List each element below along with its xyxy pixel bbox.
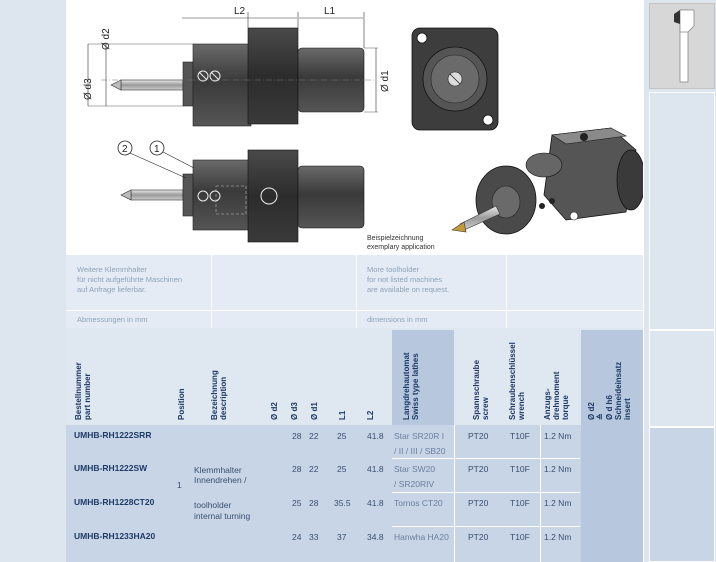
drawing-svg: L2 L1 Ø d2 Ø d3 Ø d1 xyxy=(83,6,646,251)
cell-l1: 35.5 xyxy=(334,498,351,508)
part-number: UMHB-RH1233HA20 xyxy=(74,531,156,541)
cell-d1: 22 xyxy=(309,431,319,441)
cell-d3: 24 xyxy=(292,532,302,542)
cell-screw: PT20 xyxy=(468,431,489,441)
cell-l2: 41.8 xyxy=(367,498,384,508)
cell-l1: 25 xyxy=(337,431,347,441)
cell-screw: PT20 xyxy=(468,532,489,542)
note-de-line2: für nicht aufgeführte Maschinen xyxy=(77,275,183,284)
note-de-dimensions: Abmessungen in mm xyxy=(77,315,148,324)
end-view xyxy=(411,27,499,131)
position-value: 1 xyxy=(177,480,182,490)
part-number: UMHB-RH1222SRR xyxy=(74,430,152,440)
side-view-top: L2 L1 Ø d2 Ø d3 Ø d1 xyxy=(83,6,391,127)
cell-wrench: T10F xyxy=(510,464,530,474)
note-de-line3: auf Anfrage lieferbar. xyxy=(77,285,147,294)
technical-drawing: L2 L1 Ø d2 Ø d3 Ø d1 xyxy=(66,0,646,255)
cell-l2: 41.8 xyxy=(367,464,384,474)
insert-header-bg xyxy=(581,330,643,425)
cell-screw: PT20 xyxy=(468,464,489,474)
cell-screw: PT20 xyxy=(468,498,489,508)
left-margin xyxy=(0,0,66,562)
dim-d2-label: Ø d2 xyxy=(101,28,112,50)
note-en: More toolholder for not listed machines … xyxy=(367,265,449,295)
cell-l2: 34.8 xyxy=(367,532,384,542)
right-panel-body xyxy=(649,427,715,562)
note-de-line1: Weitere Klemmhalter xyxy=(77,265,147,274)
cell-d3: 28 xyxy=(292,464,302,474)
header-d2: Ø d2 xyxy=(270,402,279,420)
right-panel-upper xyxy=(649,92,715,330)
lathe-header-bg xyxy=(392,330,454,425)
header-position: Position xyxy=(177,388,186,420)
thumbnail-icon xyxy=(674,9,695,83)
header-d3: Ø d3 xyxy=(290,402,299,420)
caption-en: exemplary application xyxy=(367,244,435,251)
note-en-dimensions: dimensions in mm xyxy=(367,315,428,324)
cell-wrench: T10F xyxy=(510,431,530,441)
note-en-line3: are available on request. xyxy=(367,285,450,294)
cell-l1: 25 xyxy=(337,464,347,474)
exemplary-3d-view: Beispielzeichnung exemplary application xyxy=(367,127,646,251)
header-l2: L2 xyxy=(366,410,375,420)
header-d1: Ø d1 xyxy=(310,402,319,420)
callout-1: 1 xyxy=(154,144,160,155)
caption-de: Beispielzeichnung xyxy=(367,235,424,242)
cell-torque: 1.2 Nm xyxy=(544,532,572,542)
dim-d1-label: Ø d1 xyxy=(380,70,391,92)
side-view-bottom: 2 1 xyxy=(117,140,365,243)
cell-d1: 33 xyxy=(309,532,319,542)
insert-column-bg xyxy=(581,425,643,562)
note-en-line1: More toolholder xyxy=(367,265,420,274)
callout-2: 2 xyxy=(122,144,128,155)
note-en-line2: for not listed machines xyxy=(367,275,443,284)
product-thumbnail xyxy=(649,3,715,89)
cell-lathe-cont: / SR20RIV xyxy=(394,479,435,489)
cell-wrench: T10F xyxy=(510,532,530,542)
cell-torque: 1.2 Nm xyxy=(544,464,572,474)
header-l1: L1 xyxy=(338,410,347,420)
cell-d3: 28 xyxy=(292,431,302,441)
cell-d1: 28 xyxy=(309,498,319,508)
cell-torque: 1.2 Nm xyxy=(544,498,572,508)
cell-wrench: T10F xyxy=(510,498,530,508)
part-number: UMHB-RH1228CT20 xyxy=(74,497,155,507)
dim-d3-label: Ø d3 xyxy=(83,78,94,100)
cell-d3: 25 xyxy=(292,498,302,508)
cell-lathe: Tornos CT20 xyxy=(394,498,443,508)
cell-torque: 1.2 Nm xyxy=(544,431,572,441)
dim-l2-label: L2 xyxy=(234,6,246,17)
notes-strip: Weitere Klemmhalter für nicht aufgeführt… xyxy=(66,255,643,328)
right-panel-header xyxy=(649,330,715,427)
cell-l1: 37 xyxy=(337,532,347,542)
cell-d1: 22 xyxy=(309,464,319,474)
cell-l2: 41.8 xyxy=(367,431,384,441)
note-de: Weitere Klemmhalter für nicht aufgeführt… xyxy=(77,265,182,295)
cell-lathe: Star SR20R I xyxy=(394,431,445,441)
cell-lathe: Hanwha HA20 xyxy=(394,532,449,542)
cell-lathe: Star SW20 xyxy=(394,464,436,474)
part-number: UMHB-RH1222SW xyxy=(74,463,148,473)
cell-lathe-cont: / II / III / SB20 xyxy=(394,446,446,456)
dim-l1-label: L1 xyxy=(324,6,336,17)
